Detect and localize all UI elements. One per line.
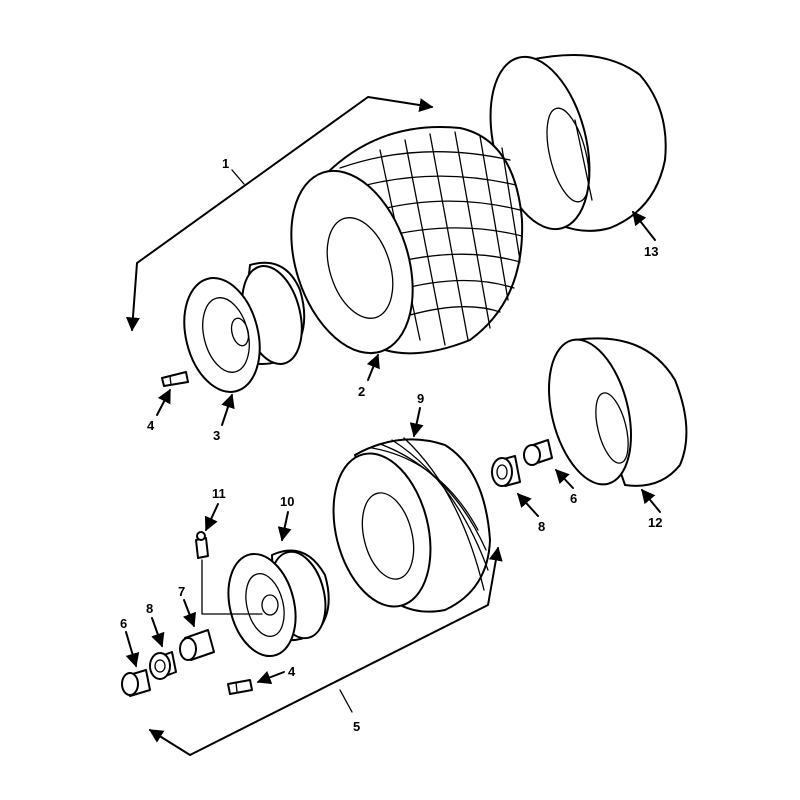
leader-4-lower: [256, 670, 285, 685]
callout-3: 3: [213, 428, 220, 443]
front-rim-10: [227, 549, 330, 658]
valve-stem-4-lower: [227, 679, 253, 695]
leader-7: [182, 599, 197, 628]
leader-12: [641, 488, 661, 513]
rear-rim-3: [183, 261, 306, 393]
callout-2: 2: [358, 384, 365, 399]
tire-liner-12: [548, 337, 688, 487]
grease-fitting-11: [195, 531, 263, 615]
callout-13: 13: [644, 244, 658, 259]
bracket-assembly-5: [148, 546, 503, 756]
callout-7: 7: [178, 584, 185, 599]
callout-12: 12: [648, 515, 662, 530]
callout-6-left: 6: [120, 616, 127, 631]
leader-13: [632, 210, 656, 241]
tread-pattern: [339, 131, 523, 346]
callout-11: 11: [212, 486, 226, 501]
leader-8-right: [517, 492, 539, 517]
rib-lines: [371, 437, 489, 591]
valve-stem-4-upper: [161, 371, 189, 387]
bracket-assembly-1: [125, 96, 434, 332]
leader-lines: [125, 210, 661, 685]
callout-5: 5: [353, 719, 360, 734]
leader-4-upper: [156, 388, 171, 416]
callout-10: 10: [280, 494, 294, 509]
callout-8-left: 8: [146, 601, 153, 616]
leader-2: [366, 353, 380, 381]
callout-6-right: 6: [570, 491, 577, 506]
callout-labels: 1 2 3 4 4 5 6 6 7 8 8 9 10 11 12 13: [120, 156, 662, 734]
leader-6-right: [555, 468, 574, 489]
rear-knobby-tire-2: [290, 126, 524, 355]
leader-9: [409, 407, 424, 438]
callout-4-upper: 4: [147, 418, 155, 433]
callout-9: 9: [417, 391, 424, 406]
leader-11: [204, 503, 219, 532]
callout-1: 1: [222, 156, 229, 171]
leader-6-left: [125, 631, 140, 668]
bearing-6-right: [523, 439, 553, 466]
front-ribbed-tire-9: [332, 437, 491, 613]
callout-8-right: 8: [538, 519, 545, 534]
spacer-tube-7: [179, 629, 215, 661]
bushing-8-right: [491, 455, 521, 487]
leader-8-left: [151, 617, 165, 648]
bearing-6-left: [121, 669, 151, 697]
callout-4-lower: 4: [288, 664, 296, 679]
bushing-8-left: [149, 651, 177, 680]
leader-10: [277, 511, 292, 542]
leader-3: [221, 393, 235, 426]
